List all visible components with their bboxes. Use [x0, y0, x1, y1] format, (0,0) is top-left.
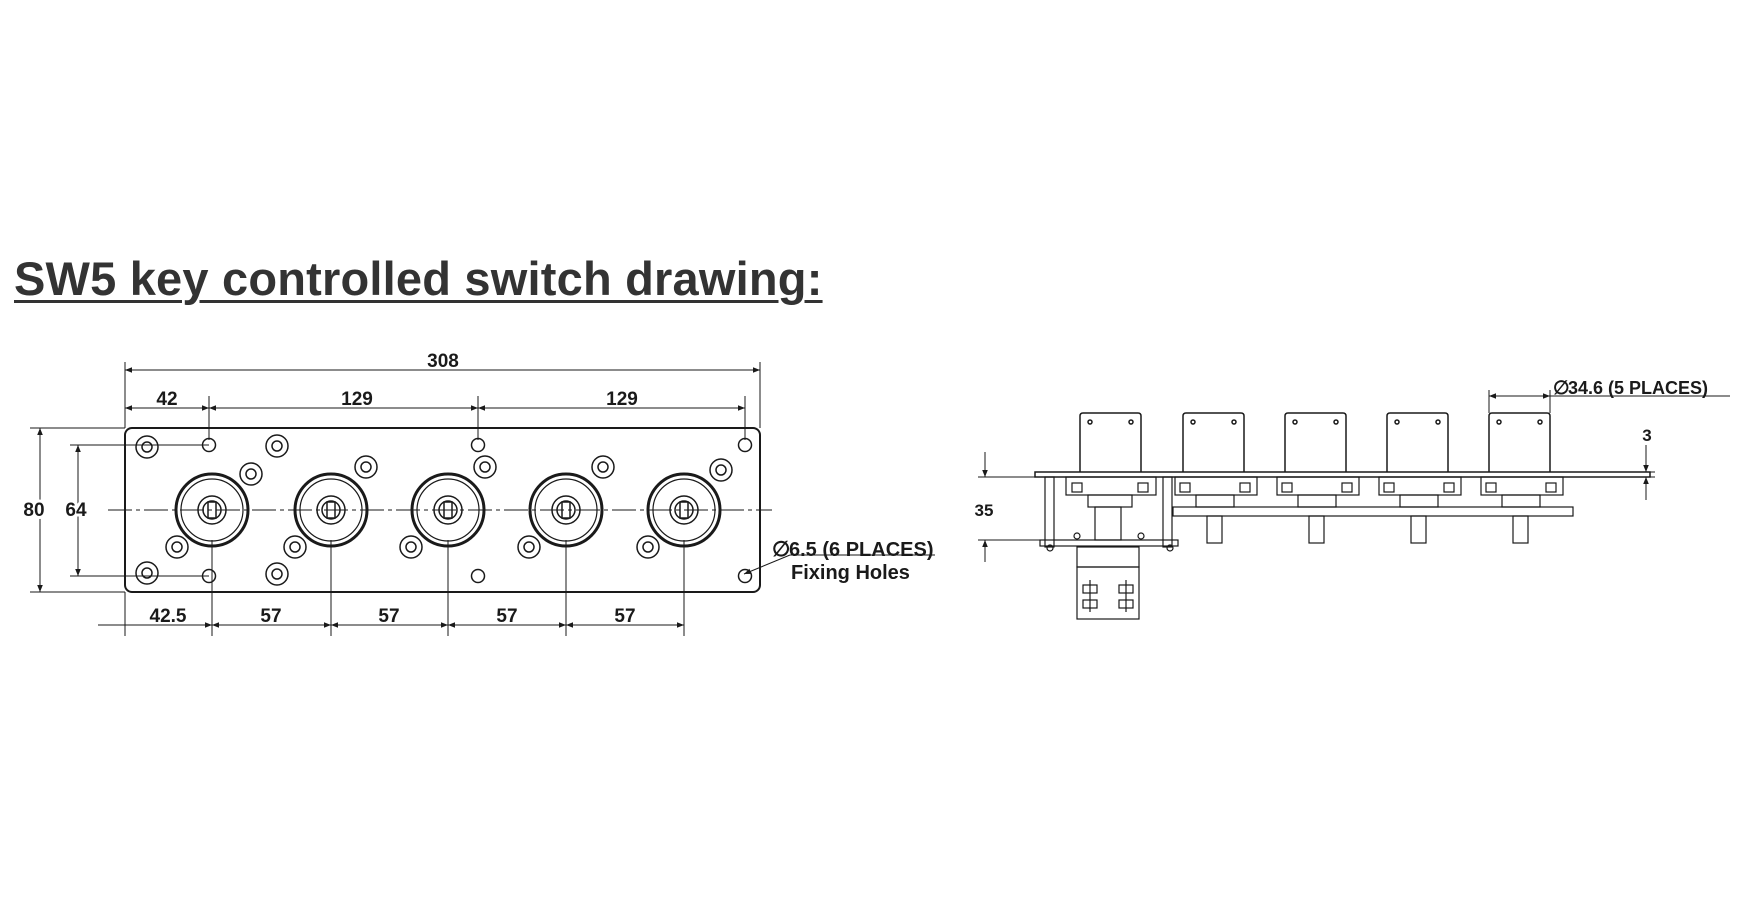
dim-depth: 35 — [975, 501, 994, 520]
key-cylinders — [1079, 412, 1551, 472]
fixing-hole-label: Fixing Holes — [791, 562, 910, 584]
key-cylinder — [1386, 412, 1449, 472]
fixing-holes — [201, 437, 753, 584]
fixing-hole-diameter-symbol: ∅ — [772, 538, 790, 561]
switch-bodies — [1039, 476, 1564, 620]
fixing-hole — [470, 568, 486, 584]
dim-hole-height: 64 — [65, 500, 87, 521]
front-extension-lines — [30, 362, 761, 636]
fixing-hole — [470, 437, 486, 453]
dim-plate-thickness: 3 — [1642, 426, 1651, 445]
dim-switch-pitch-2: 57 — [260, 606, 281, 627]
dim-depth-lines — [978, 452, 1040, 562]
page-title: SW5 key controlled switch drawing: — [14, 252, 823, 305]
key-cylinder — [1488, 412, 1551, 472]
dim-switch-pitch-5: 57 — [614, 606, 635, 627]
switch-diameter-symbol: ∅ — [1553, 378, 1570, 399]
dim-thickness-lines — [1643, 445, 1655, 500]
key-cylinder — [1182, 412, 1245, 472]
side-plate — [1034, 471, 1651, 478]
key-switch — [528, 472, 604, 548]
fixing-hole-diameter: 6.5 (6 PLACES) — [789, 539, 933, 561]
dim-hole-spacing-2: 129 — [341, 389, 373, 410]
dim-switch-pitch-3: 57 — [378, 606, 399, 627]
side-view — [978, 390, 1730, 620]
mounting-bosses — [135, 434, 733, 586]
key-switch — [646, 472, 722, 548]
front-view: 308 42 129 129 80 64 42.5 57 57 57 57 — [20, 351, 935, 636]
dim-overall-width: 308 — [427, 351, 459, 372]
key-switch — [293, 472, 369, 548]
dim-overall-height: 80 — [23, 500, 44, 521]
dim-switch-pitch-1: 42.5 — [150, 606, 187, 627]
fixing-hole — [737, 437, 753, 453]
key-switch — [174, 472, 250, 548]
key-cylinder — [1079, 412, 1142, 472]
key-switch — [410, 472, 486, 548]
dim-switch-pitch-4: 57 — [496, 606, 517, 627]
key-cylinder — [1284, 412, 1347, 472]
fixing-hole — [201, 437, 217, 453]
key-switches — [174, 472, 722, 548]
fixing-hole-leader — [743, 554, 791, 575]
dim-hole-spacing-3: 129 — [606, 389, 638, 410]
switch-diameter: 34.6 (5 PLACES) — [1568, 378, 1708, 398]
dim-switch-diameter-lines — [1488, 390, 1730, 413]
dim-hole-spacing-1: 42 — [156, 389, 177, 410]
fixing-hole — [201, 568, 217, 584]
side-backplate — [1172, 506, 1574, 517]
